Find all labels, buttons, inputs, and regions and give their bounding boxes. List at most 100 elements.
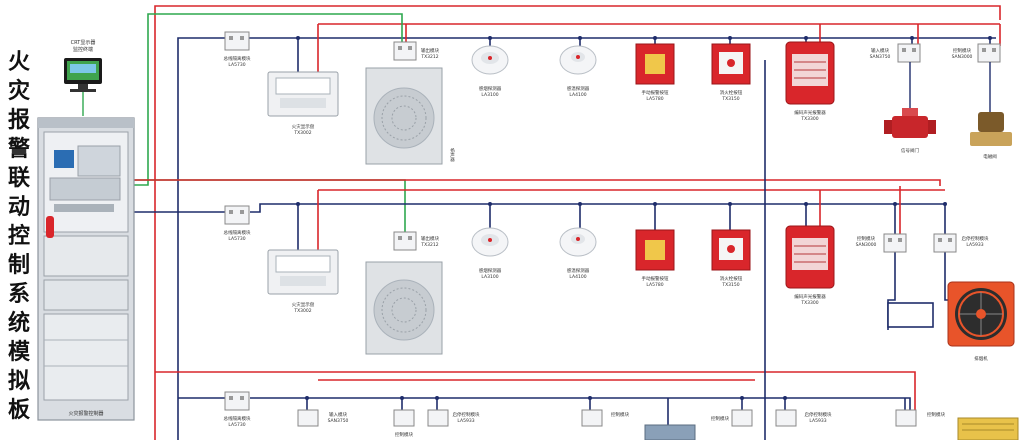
device-code: SAN3000	[856, 242, 877, 248]
device-code: TX3212	[420, 54, 438, 60]
device-label: 控制模块	[953, 47, 971, 54]
device-label: 输出模块	[421, 47, 439, 54]
device-code: TX3150	[721, 96, 739, 102]
smoke-detector-icon	[471, 227, 509, 257]
device-code: TX3212	[420, 242, 438, 248]
device-code: LA5780	[646, 96, 663, 102]
hydrant-button-icon	[711, 43, 751, 85]
device-code: LA5780	[646, 282, 663, 288]
device-label: 编码声光报警器	[794, 293, 826, 300]
device-code: LA3100	[481, 274, 498, 280]
red-bus-frame	[154, 5, 1001, 440]
control-cabinet	[37, 117, 135, 421]
device-label: 启停控制模块	[805, 411, 832, 418]
device-label: 手动报警按钮	[642, 275, 669, 282]
title-char: 控	[7, 224, 30, 249]
smoke-detector-icon	[471, 45, 509, 75]
device-label: 控制模块	[395, 431, 413, 438]
isolator-module	[224, 391, 250, 411]
monitor-label-2: 监控终端	[73, 46, 93, 53]
title-char: 板	[7, 398, 30, 423]
signal-valve-icon	[884, 108, 936, 138]
device-code: LA5730	[228, 422, 245, 428]
strobe-alarm-icon	[785, 41, 835, 105]
fire-display-panel	[267, 71, 339, 117]
device-code: TX3002	[293, 308, 311, 314]
device-code: TX3300	[800, 300, 818, 306]
device-label: 控制模块	[711, 415, 729, 422]
speaker-icon	[365, 67, 443, 165]
device-label: 消火栓按钮	[720, 275, 743, 282]
device-code: TX3300	[800, 116, 818, 122]
control-module	[581, 409, 603, 427]
manual-alarm-button-icon	[635, 43, 675, 85]
device-code: LA5933	[966, 242, 983, 248]
floor1-red-droppers	[317, 24, 1001, 72]
device-code: TX3002	[293, 130, 311, 136]
title-char: 联	[7, 166, 30, 191]
green-bus	[132, 13, 403, 186]
start-stop-module	[933, 233, 957, 253]
floor2-dark-bus	[132, 203, 945, 213]
device-code: LA5730	[228, 236, 245, 242]
device-label: 信号阀门	[901, 147, 919, 154]
device-label: 总线隔离模块	[224, 229, 251, 236]
device-label: 感烟探测器	[479, 267, 502, 274]
input-module	[897, 43, 921, 63]
device-code: TX3150	[721, 282, 739, 288]
floor1-dark-bus	[177, 37, 996, 440]
input-module	[297, 409, 319, 427]
device-label: 启停控制模块	[962, 235, 989, 242]
heat-detector-icon	[559, 227, 597, 257]
control-module	[883, 233, 907, 253]
device-code: SAN3000	[952, 54, 973, 60]
device-label: 总线隔离模块	[224, 55, 251, 62]
output-module	[393, 231, 417, 251]
exhaust-fan-icon	[947, 281, 1015, 347]
bus-wiring	[132, 5, 1001, 440]
device-code: LA4100	[569, 92, 586, 98]
strobe-alarm-icon	[785, 225, 835, 289]
title-char: 报	[7, 108, 30, 133]
start-stop-module	[427, 409, 449, 427]
elevator-panel-icon	[644, 424, 696, 440]
device-code: LA3100	[481, 92, 498, 98]
output-module	[393, 41, 417, 61]
floor2-droppers	[297, 204, 946, 250]
control-module	[731, 409, 753, 427]
title-char: 统	[7, 311, 30, 336]
device-label: 输出模块	[421, 235, 439, 242]
title-char: 动	[7, 195, 30, 220]
device-code: LA4100	[569, 274, 586, 280]
device-label: 火灾显示盘	[292, 301, 315, 308]
title-char: 系	[7, 282, 30, 307]
device-label: 排烟机	[974, 355, 988, 362]
title-char: 制	[7, 253, 30, 278]
floor1-droppers	[297, 38, 991, 72]
device-label: 编码声光报警器	[794, 109, 826, 116]
floor3-dark-bus	[178, 397, 911, 420]
device-code: SAN3750	[328, 418, 349, 424]
device-label: 电磁阀	[983, 153, 997, 160]
title-char: 模	[7, 340, 30, 365]
floor3-droppers	[306, 398, 906, 425]
junction-dots	[296, 36, 992, 400]
title-char: 警	[7, 137, 30, 162]
isolator-module	[224, 31, 250, 51]
manual-alarm-button-icon	[635, 229, 675, 271]
control-module	[977, 43, 1001, 63]
speaker-label: 扬声器	[450, 147, 455, 163]
title-char: 拟	[7, 369, 30, 394]
heat-detector-icon	[559, 45, 597, 75]
device-label: 输入模块	[329, 411, 347, 418]
device-label: 感烟探测器	[479, 85, 502, 92]
device-code: LA5933	[457, 418, 474, 424]
solenoid-valve-icon	[970, 112, 1012, 146]
hydrant-button-icon	[711, 229, 751, 271]
device-label: 消火栓按钮	[720, 89, 743, 96]
floor2-red-droppers	[317, 186, 901, 250]
floor3-red-bus	[155, 371, 916, 410]
speaker-icon	[365, 261, 443, 355]
control-module	[393, 409, 415, 427]
